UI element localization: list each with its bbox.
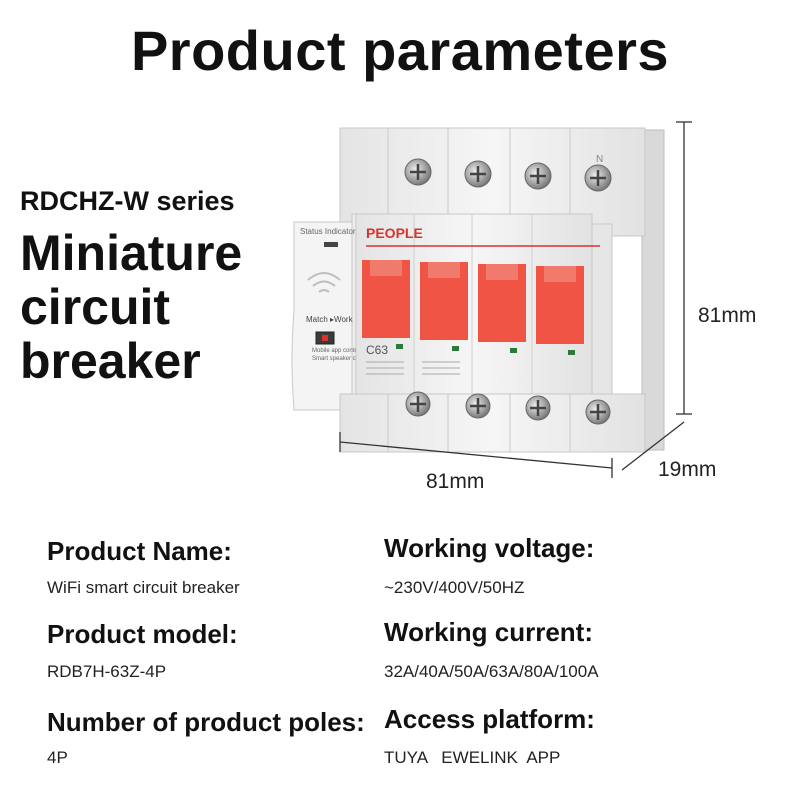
series-label: RDCHZ-W series [20, 186, 235, 216]
product-name-line-2: circuit [20, 279, 171, 335]
product-name-line-3: breaker [20, 333, 201, 389]
width-dimension: 81mm [426, 470, 485, 493]
spec-model-label: Product model: [47, 619, 238, 649]
top-screws [404, 158, 612, 192]
spec-current-value: 32A/40A/50A/63A/80A/100A [384, 662, 599, 681]
svg-text:Smart speaker control: Smart speaker control [312, 356, 371, 362]
spec-voltage-label: Working voltage: [384, 533, 595, 563]
side-panel [641, 129, 665, 451]
svg-text:Mobile app control: Mobile app control [312, 348, 361, 354]
page-title: Product parameters [130, 19, 670, 82]
breaker-illustration: N Status Indicator Match ▸Work Mobile ap… [291, 121, 692, 478]
dimension-lines [339, 121, 692, 478]
spec-poles-value: 4P [47, 748, 68, 767]
height-dimension: 81mm [698, 304, 757, 327]
spec-platform-value: TUYA EWELINK APP [384, 748, 561, 767]
spec-poles-label: Number of product poles: [47, 707, 365, 737]
svg-text:Match ▸Work: Match ▸Work [306, 315, 354, 324]
rating-label: C63 [366, 343, 388, 357]
brand-logo: PEOPLE [366, 225, 423, 241]
spec-current-label: Working current: [384, 617, 593, 647]
bottom-screws [405, 391, 611, 425]
depth-dimension: 19mm [658, 458, 717, 481]
spec-platform-label: Access platform: [384, 704, 595, 734]
spec-product-name-label: Product Name: [47, 536, 232, 566]
product-name-heading: Miniature circuit breaker [20, 226, 242, 388]
spec-model-value: RDB7H-63Z-4P [47, 662, 167, 681]
handles [362, 260, 584, 344]
spec-voltage-value: ~230V/400V/50HZ [384, 578, 525, 597]
svg-text:Status Indicator: Status Indicator [300, 227, 356, 236]
pole-n-top: N [596, 154, 603, 165]
wifi-icon [307, 272, 341, 293]
spec-product-name-value: WiFi smart circuit breaker [47, 578, 240, 597]
product-name-line-1: Miniature [20, 225, 243, 281]
control-module [291, 221, 353, 411]
